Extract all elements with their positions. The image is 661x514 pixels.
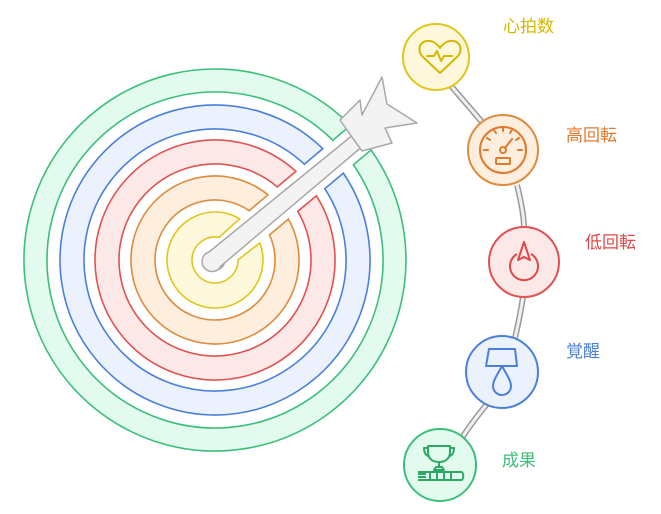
- speedometer-icon: [479, 126, 527, 174]
- arrow-shaft: [201, 133, 365, 273]
- lamp-drop-icon: [485, 348, 518, 396]
- step-label-heart-rate: 心拍数: [503, 17, 554, 37]
- step-label-low-rpm: 低回転: [585, 233, 636, 253]
- ring-yellow: [166, 211, 264, 309]
- step-label-awakening: 覚醒: [566, 342, 600, 362]
- step-label-high-rpm: 高回転: [566, 126, 617, 146]
- trophy-books-icon: [418, 445, 465, 481]
- target-rings: [23, 68, 407, 452]
- step-node-awakening[interactable]: [465, 335, 539, 409]
- ring-green: [23, 68, 407, 452]
- arrow-fletching: [339, 76, 418, 152]
- step-node-results[interactable]: [403, 428, 477, 502]
- ring-red: [94, 139, 336, 381]
- steps: [402, 23, 560, 502]
- low-power-icon: [509, 241, 539, 282]
- step-node-high-rpm[interactable]: [467, 114, 539, 186]
- step-node-heart-rate[interactable]: [402, 23, 470, 91]
- ring-orange: [130, 175, 300, 345]
- ring-blue: [59, 104, 371, 416]
- step-node-low-rpm[interactable]: [488, 226, 560, 298]
- heart-pulse-icon: [418, 39, 462, 74]
- step-label-results: 成果: [502, 451, 536, 471]
- arrow: [201, 76, 418, 273]
